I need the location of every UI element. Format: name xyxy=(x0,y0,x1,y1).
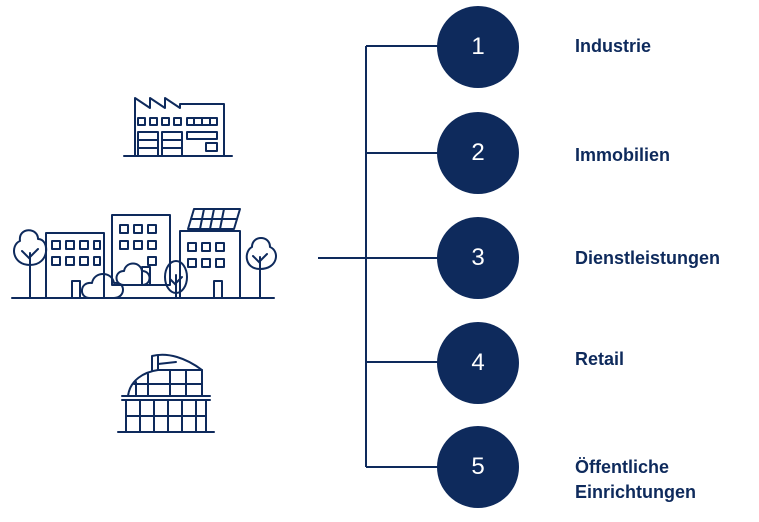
factory-icon xyxy=(123,97,233,157)
glass-building-icon xyxy=(117,353,215,433)
sector-label-industrie: Industrie xyxy=(575,36,652,56)
sector-number-4: 4 xyxy=(437,322,519,404)
sector-number-3: 3 xyxy=(437,217,519,299)
sector-label-dienstleistungen: Dienstleistungen xyxy=(575,248,721,268)
sector-number-5: 5 xyxy=(437,426,519,508)
sector-label-retail: Retail xyxy=(575,349,625,369)
sector-label-oeffentliche-einrichtungen: Öffentliche Einrichtungen xyxy=(575,457,696,502)
city-buildings-icon xyxy=(11,208,277,299)
sector-number-2: 2 xyxy=(437,112,519,194)
sector-number-1: 1 xyxy=(437,6,519,88)
sector-label-immobilien: Immobilien xyxy=(575,145,671,165)
